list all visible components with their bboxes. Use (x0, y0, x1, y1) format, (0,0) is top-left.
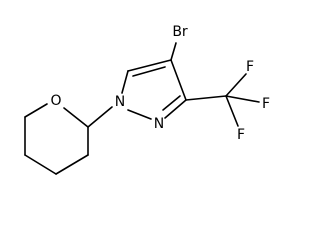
bond-n1-n2 (127, 109, 152, 120)
bond-n1-thp (87, 106, 113, 128)
atom-label-oxygen: O (50, 93, 61, 109)
bond-n2-c3 (164, 99, 187, 119)
bond-thp-c4-c3 (55, 154, 89, 175)
bond-cf3-f3 (225, 95, 239, 127)
atom-label-fluorine-3: F (237, 127, 245, 143)
structure-diagram: Br N N O F F F (0, 0, 290, 210)
bond-c4-c5 (127, 59, 172, 72)
atom-label-nitrogen-1: N (115, 94, 125, 110)
atom-label-fluorine-2: F (262, 96, 270, 112)
bond-cf3-f2 (225, 95, 260, 103)
bond-c3-c4 (170, 59, 187, 101)
bond-c4-br (170, 42, 177, 61)
bond-cf3-f1 (225, 73, 247, 97)
bond-c5-n1 (121, 70, 129, 94)
bond-thp-c2-o (63, 107, 89, 128)
bond-thp-c5-c4 (24, 154, 57, 175)
bond-thp-o-c6 (24, 103, 48, 118)
bond-n2-c3-double (162, 95, 181, 111)
atom-label-nitrogen-2: N (154, 116, 164, 132)
canvas-background (0, 0, 290, 210)
bond-c3-cf3 (185, 95, 227, 101)
bond-c4-c5-double (132, 66, 166, 77)
atom-label-bromine: Br (172, 24, 188, 40)
atom-label-fluorine-1: F (246, 59, 254, 75)
